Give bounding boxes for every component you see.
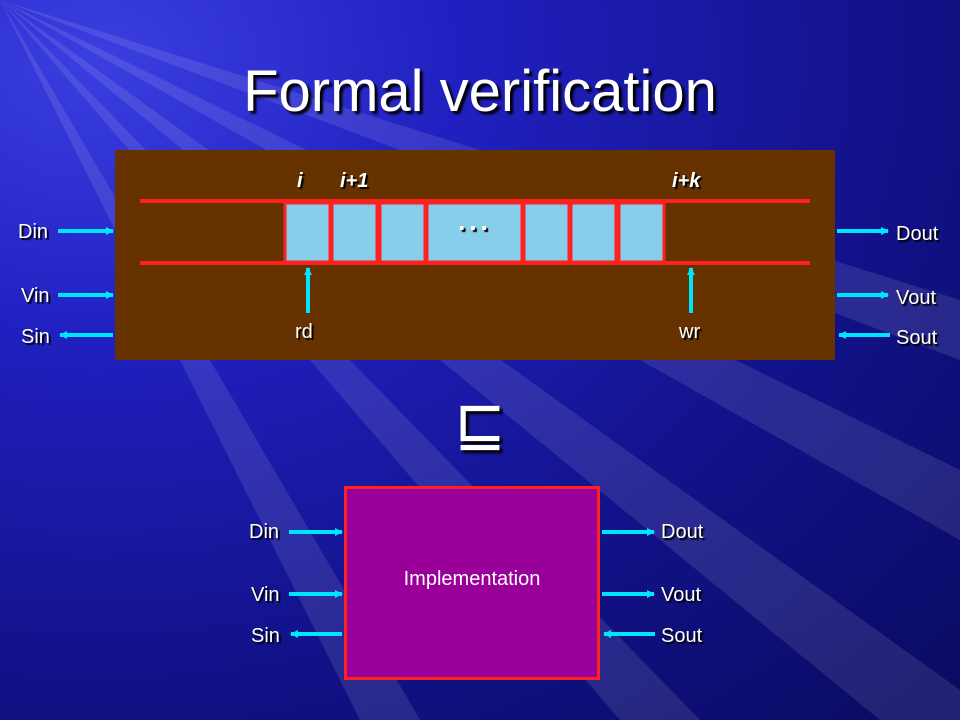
spec-vin-label: Vin xyxy=(21,285,50,307)
wr-pointer-label: wr xyxy=(679,321,701,343)
spec-din-label: Din xyxy=(18,221,49,243)
queue-cell xyxy=(522,201,571,264)
implementation-label: Implementation xyxy=(403,568,541,590)
slide-title: Formal verification xyxy=(243,59,717,124)
impl-sout-label: Sout xyxy=(661,625,703,647)
index-label-i-plus-1: i+1 xyxy=(340,170,369,192)
spec-sin-label: Sin xyxy=(21,326,50,348)
implementation-box xyxy=(344,486,600,680)
impl-vout-label: Vout xyxy=(661,584,702,606)
queue-cell xyxy=(569,201,618,264)
queue-cell xyxy=(617,201,666,264)
impl-dout-label: Dout xyxy=(661,521,704,543)
spec-sout-label: Sout xyxy=(896,327,938,349)
spec-dout-label: Dout xyxy=(896,223,939,245)
impl-din-label: Din xyxy=(249,521,280,543)
queue-cell xyxy=(283,201,332,264)
spec-vout-label: Vout xyxy=(896,287,937,309)
impl-vin-label: Vin xyxy=(251,584,280,606)
index-label-i-plus-k: i+k xyxy=(672,170,701,192)
rd-pointer-label: rd xyxy=(295,321,313,343)
queue-ellipsis: ... xyxy=(458,206,492,236)
impl-sin-label: Sin xyxy=(251,625,280,647)
index-label-i: i xyxy=(297,170,303,192)
queue-cell xyxy=(378,201,427,264)
queue-cell xyxy=(330,201,379,264)
refinement-symbol: ⊑ xyxy=(454,390,506,459)
queue-cell xyxy=(425,201,524,264)
